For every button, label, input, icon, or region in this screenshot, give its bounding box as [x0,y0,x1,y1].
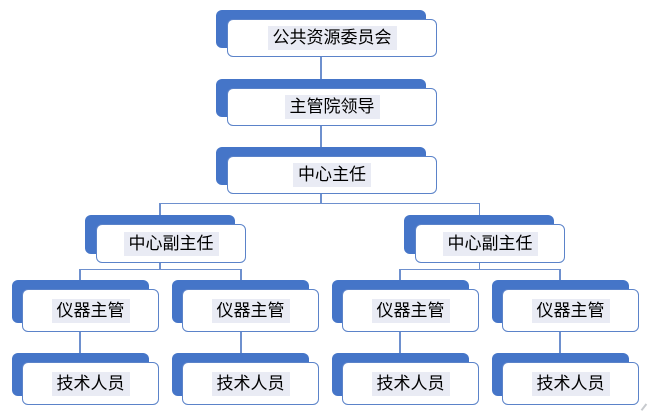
node-label: 公共资源委员会 [267,26,397,50]
connector-supervisor2-technician2 [240,332,242,353]
node-label: 中心主任 [293,163,371,187]
node-box: 技术人员 [182,362,319,405]
node-box: 中心主任 [227,156,437,194]
node-label: 中心副主任 [123,231,219,256]
connector-deputy-right-stub [478,263,481,270]
connector-supervisor1-technician1 [79,332,81,353]
node-box: 技术人员 [22,362,159,405]
node-label: 仪器主管 [371,298,450,323]
node-label: 技术人员 [51,371,130,396]
node-label: 仪器主管 [51,298,130,323]
connector-deputy-left-split [79,268,242,270]
node-box: 仪器主管 [182,289,319,332]
connector-deputy-left-stub [159,263,161,270]
connector-drop-supervisor-2 [240,269,242,280]
connector-drop-supervisor-3 [399,269,401,280]
connector-drop-deputy-right [478,203,481,215]
connector-leadership-director [320,126,322,147]
node-label: 技术人员 [371,371,450,396]
node-box: 主管院领导 [227,88,437,126]
node-box: 技术人员 [342,362,479,405]
node-label: 仪器主管 [531,298,610,323]
node-box: 公共资源委员会 [227,19,437,57]
node-box: 仪器主管 [502,289,639,332]
node-label: 中心副主任 [442,231,538,256]
node-box: 仪器主管 [342,289,479,332]
connector-drop-supervisor-4 [559,269,561,280]
node-label: 技术人员 [211,371,290,396]
node-label: 主管院领导 [284,95,380,119]
node-box: 中心副主任 [96,224,246,263]
node-box: 技术人员 [502,362,639,405]
connector-supervisor3-technician3 [399,332,401,353]
node-box: 中心副主任 [415,224,565,263]
connector-drop-supervisor-1 [79,269,81,280]
connector-supervisor4-technician4 [559,332,561,353]
connector-deputy-right-split [399,268,561,270]
connector-drop-deputy-left [159,203,161,215]
node-label: 技术人员 [531,371,610,396]
node-label: 仪器主管 [211,298,290,323]
connector-committee-leadership [320,57,322,79]
stray-mark [640,403,647,411]
connector-director-stub [320,194,322,204]
node-box: 仪器主管 [22,289,159,332]
connector-director-split [159,202,481,204]
